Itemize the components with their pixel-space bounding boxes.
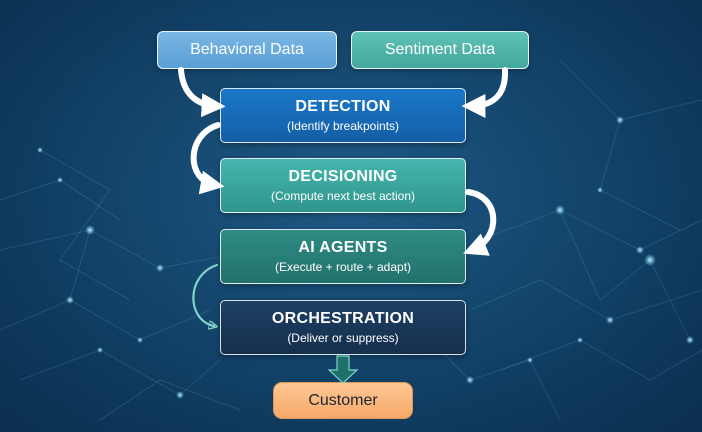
detection-subtitle: (Identify breakpoints): [286, 119, 400, 133]
customer-label: Customer: [308, 391, 378, 409]
ai-agents-subtitle: (Execute + route + adapt): [274, 260, 412, 274]
ai-agents-title: AI AGENTS: [298, 239, 388, 256]
customer-box: Customer: [273, 382, 413, 419]
decisioning-title: DECISIONING: [288, 168, 398, 185]
ai-agents-stage: AI AGENTS (Execute + route + adapt): [220, 229, 466, 284]
behavioral-data-label: Behavioral Data: [190, 41, 304, 58]
decisioning-stage: DECISIONING (Compute next best action): [220, 158, 466, 213]
orchestration-title: ORCHESTRATION: [271, 310, 415, 327]
sentiment-data-label: Sentiment Data: [384, 41, 496, 58]
orchestration-subtitle: (Deliver or suppress): [287, 331, 399, 345]
decisioning-subtitle: (Compute next best action): [270, 189, 416, 203]
behavioral-data-box: Behavioral Data: [157, 31, 337, 69]
detection-title: DETECTION: [295, 98, 391, 115]
detection-stage: DETECTION (Identify breakpoints): [220, 88, 466, 143]
sentiment-data-box: Sentiment Data: [351, 31, 529, 69]
orchestration-stage: ORCHESTRATION (Deliver or suppress): [220, 300, 466, 355]
